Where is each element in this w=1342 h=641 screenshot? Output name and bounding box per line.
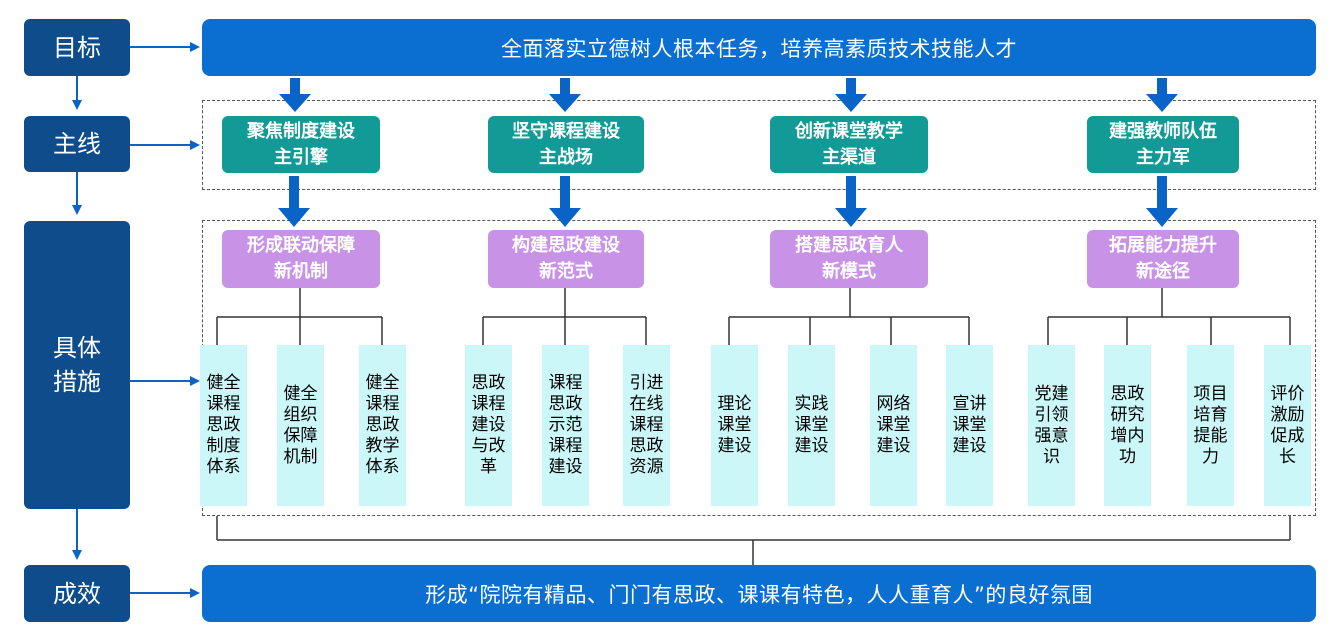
label-mainline: 主线 (24, 116, 130, 172)
label-results: 成效 (24, 565, 130, 622)
leaf-box: 课程 思政 示范 课程 建设 (542, 345, 589, 506)
leaf-box: 思政 课程 建设 与改 革 (465, 345, 512, 506)
leaf-box: 评价 激励 促成 长 (1264, 345, 1311, 506)
leaf-box: 健全 课程 思政 教学 体系 (359, 345, 406, 506)
thick-arrow-2a (549, 78, 581, 112)
mainline-box-classroom: 创新课堂教学 主渠道 (770, 116, 928, 173)
thick-arrow-4a (1146, 78, 1178, 112)
thick-arrow-4b (1146, 176, 1178, 227)
thick-arrow-3a (835, 78, 867, 112)
thick-arrow-2b (549, 176, 581, 227)
result-banner: 形成“院院有精品、门门有思政、课课有特色，人人重育人”的良好氛围 (202, 565, 1316, 622)
measure-box-mechanism: 形成联动保障 新机制 (222, 230, 380, 288)
leaf-box: 健全 组织 保障 机制 (277, 345, 324, 506)
mainline-box-teachers: 建强教师队伍 主力军 (1087, 116, 1239, 173)
mainline-box-course: 坚守课程建设 主战场 (488, 116, 644, 173)
mainline-frame (202, 100, 1316, 190)
measure-box-model: 搭建思政育人 新模式 (770, 230, 928, 288)
mainline-box-system: 聚焦制度建设 主引擎 (222, 116, 380, 173)
thick-arrow-3b (835, 176, 867, 227)
measure-box-paradigm: 构建思政建设 新范式 (488, 230, 644, 288)
thick-arrow-1b (278, 176, 310, 227)
leaf-box: 网络 课堂 建设 (870, 345, 917, 506)
leaf-box: 实践 课堂 建设 (788, 345, 835, 506)
left-arrows (72, 42, 200, 598)
leaf-box: 引进 在线 课程 思政 资源 (623, 345, 670, 506)
leaf-box: 宣讲 课堂 建设 (946, 345, 993, 506)
goal-banner: 全面落实立德树人根本任务，培养高素质技术技能人才 (202, 19, 1316, 76)
thick-arrow-1a (279, 78, 311, 112)
label-goal: 目标 (24, 19, 130, 76)
leaf-box: 党建 引领 强意 识 (1028, 345, 1075, 506)
thick-arrows (278, 78, 1178, 227)
tree-lines (216, 288, 1291, 566)
leaf-box: 思政 研究 增内 功 (1104, 345, 1151, 506)
leaf-box: 健全 课程 思政 制度 体系 (200, 345, 247, 506)
leaf-box: 项目 培育 提能 力 (1187, 345, 1234, 506)
leaf-box: 理论 课堂 建设 (711, 345, 758, 506)
label-measures: 具体 措施 (24, 221, 130, 509)
measure-box-pathway: 拓展能力提升 新途径 (1087, 230, 1239, 288)
